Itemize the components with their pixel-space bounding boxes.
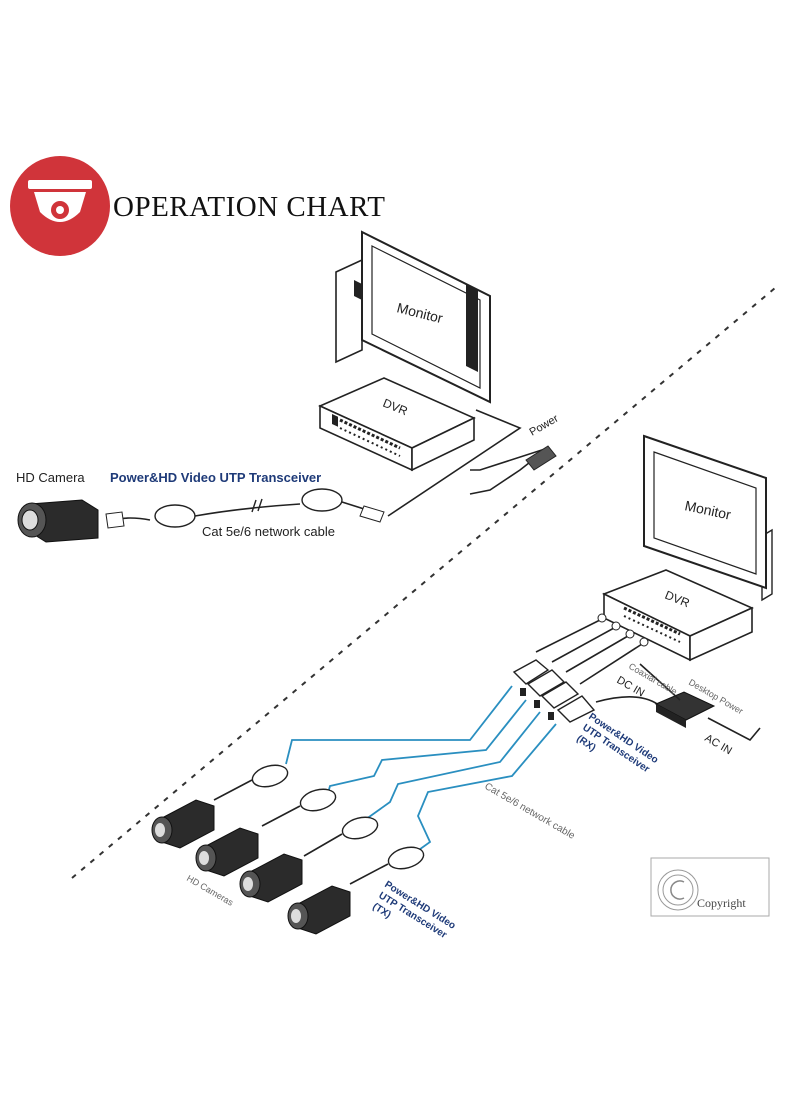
top-power-label: Power (528, 412, 561, 438)
bottom-dvr (602, 569, 754, 662)
ac-in-wire (707, 717, 761, 742)
bottom-cameras-label: HD Cameras (185, 873, 235, 908)
copyright-icon (657, 869, 699, 911)
top-dvr (318, 377, 476, 472)
page-title: OPERATION CHART (113, 191, 385, 223)
cat-cables (285, 685, 557, 853)
bottom-camera-2 (195, 827, 259, 877)
divider-line (71, 287, 776, 879)
top-transceiver-rx (301, 488, 343, 512)
tx-transceivers (213, 764, 425, 885)
power-adapter (525, 445, 557, 471)
top-transceiver-label: Power&HD Video UTP Transceiver (110, 470, 321, 485)
bottom-hd-cameras (151, 799, 351, 935)
top-monitor (335, 230, 491, 404)
bottom-camera-4 (287, 885, 351, 935)
top-dvr-video-wire (387, 409, 522, 517)
bottom-monitor (643, 434, 773, 602)
top-power-wire (470, 447, 549, 471)
dc-in-wire (595, 696, 661, 707)
bottom-cable-label: Cat 5e/6 network cable (483, 781, 577, 842)
top-cable-label: Cat 5e/6 network cable (202, 524, 335, 539)
bottom-camera-1 (151, 799, 215, 849)
ac-in-label: AC IN (703, 732, 734, 757)
header-logo (10, 156, 110, 256)
coaxial-cables (535, 613, 649, 685)
top-hd-camera (17, 499, 99, 543)
dome-camera-icon (28, 180, 92, 222)
copyright-watermark: Copyright (650, 857, 770, 917)
rx-transceivers (512, 659, 596, 723)
bottom-camera-3 (239, 853, 303, 903)
copyright-text: Copyright (697, 896, 746, 910)
top-transceiver-tx (154, 504, 196, 528)
top-camera-label: HD Camera (16, 470, 85, 485)
